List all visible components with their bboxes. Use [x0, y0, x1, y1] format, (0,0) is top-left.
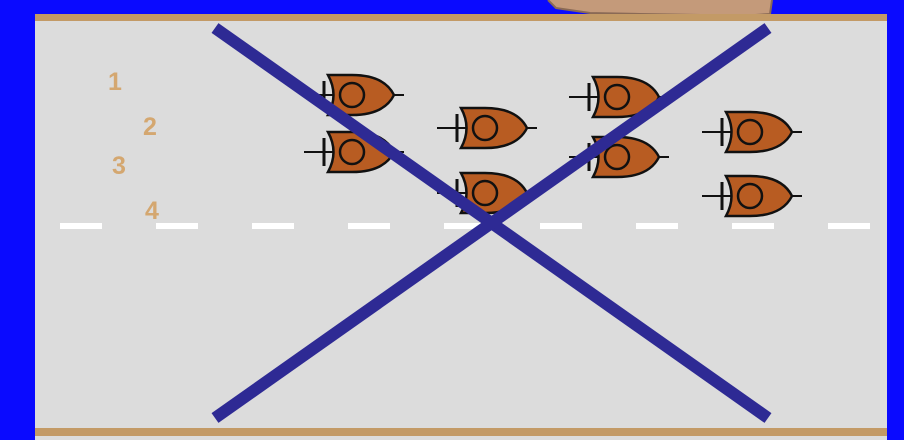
lane-number-1: 1: [108, 68, 122, 96]
top-border: [35, 14, 887, 21]
lane-number-3: 3: [112, 152, 126, 180]
lane-number-2: 2: [143, 113, 157, 141]
bottom-border: [35, 428, 887, 436]
lane-number-4: 4: [145, 197, 159, 225]
